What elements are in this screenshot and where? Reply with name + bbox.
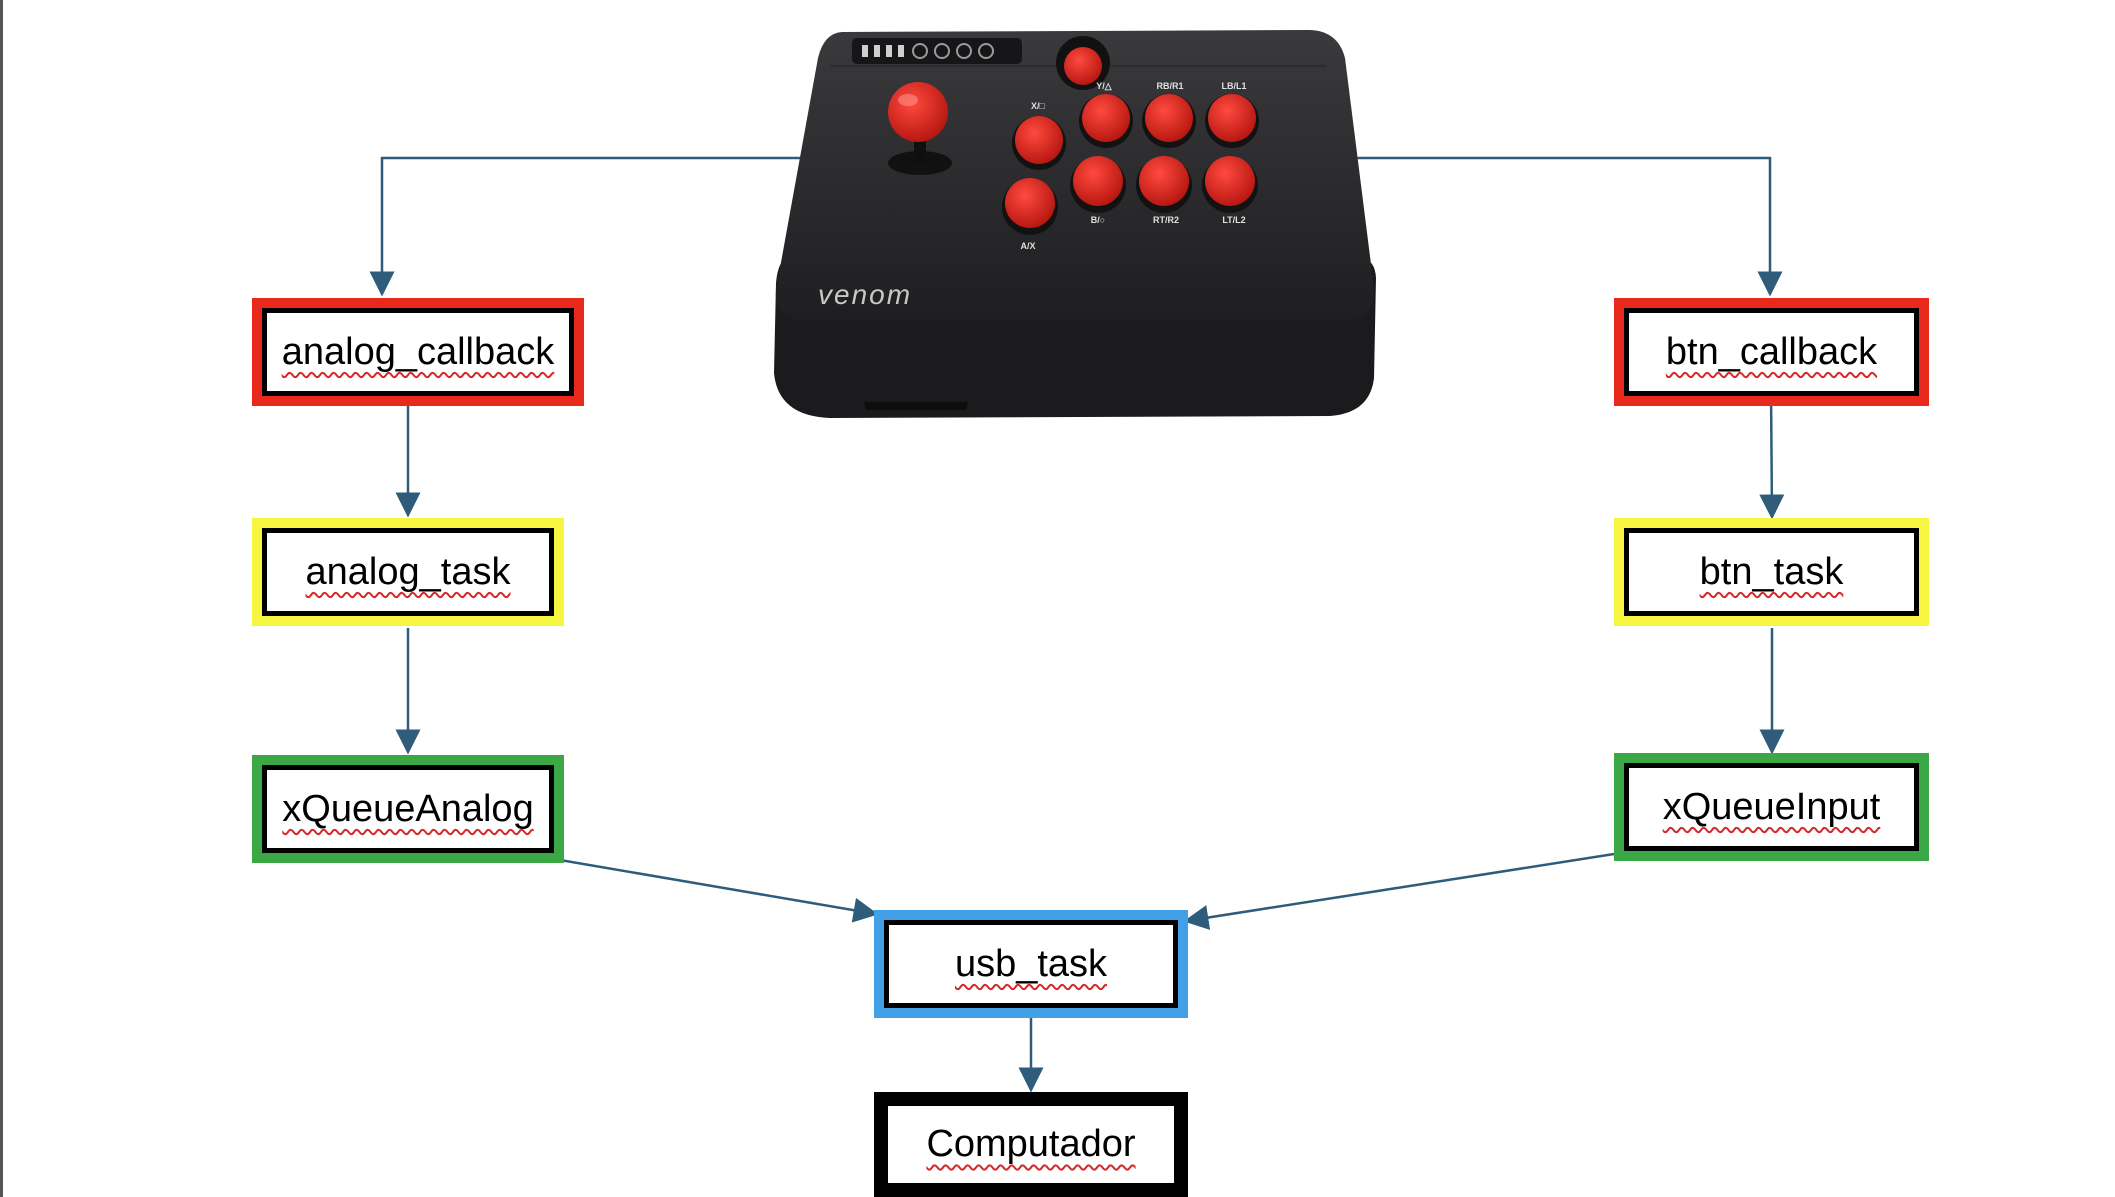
analog-task-label: analog_task [305,550,511,593]
arrow-controller-to-analog-callback [369,156,802,297]
btn-callback-label: btn_callback [1665,330,1878,373]
page-edge-rule [0,0,3,1197]
arrow-controller-to-btn-callback [1353,156,1783,297]
btn-task-label: btn_task [1699,550,1844,593]
label-lb-l1: LB/L1 [1221,81,1246,91]
node-xqueue-analog: xQueueAnalog [252,755,564,863]
label-a-x: A/X [1020,241,1035,251]
label-b-circle: B/○ [1091,215,1105,225]
label-x-square: X/□ [1031,101,1046,111]
arrow-queue-input-to-usb [1183,852,1615,930]
node-btn-callback: btn_callback [1614,298,1929,406]
node-analog-callback: analog_callback [252,298,584,406]
label-lt-l2: LT/L2 [1222,215,1245,225]
arcade-controller-image: X/□ Y/△ RB/R1 LB/L1 A/X B/○ RT/R2 LT/L2 … [774,30,1376,418]
computador-label: Computador [926,1123,1136,1165]
label-y-triangle: Y/△ [1096,81,1113,91]
arrow-btn-callback-to-btn-task [1759,389,1785,520]
label-rb-r1: RB/R1 [1156,81,1183,91]
venom-logo: venom [818,279,912,310]
arrow-queue-analog-to-usb [559,858,879,923]
xqueue-analog-label: xQueueAnalog [282,787,534,830]
usb-task-label: usb_task [954,942,1108,985]
node-analog-task: analog_task [252,518,564,626]
xqueue-input-label: xQueueInput [1662,785,1881,828]
node-xqueue-input: xQueueInput [1614,753,1929,861]
analog-callback-label: analog_callback [281,330,555,373]
label-rt-r2: RT/R2 [1153,215,1179,225]
node-btn-task: btn_task [1614,518,1929,626]
node-usb-task: usb_task [874,910,1188,1018]
node-computador: Computador [874,1092,1188,1197]
